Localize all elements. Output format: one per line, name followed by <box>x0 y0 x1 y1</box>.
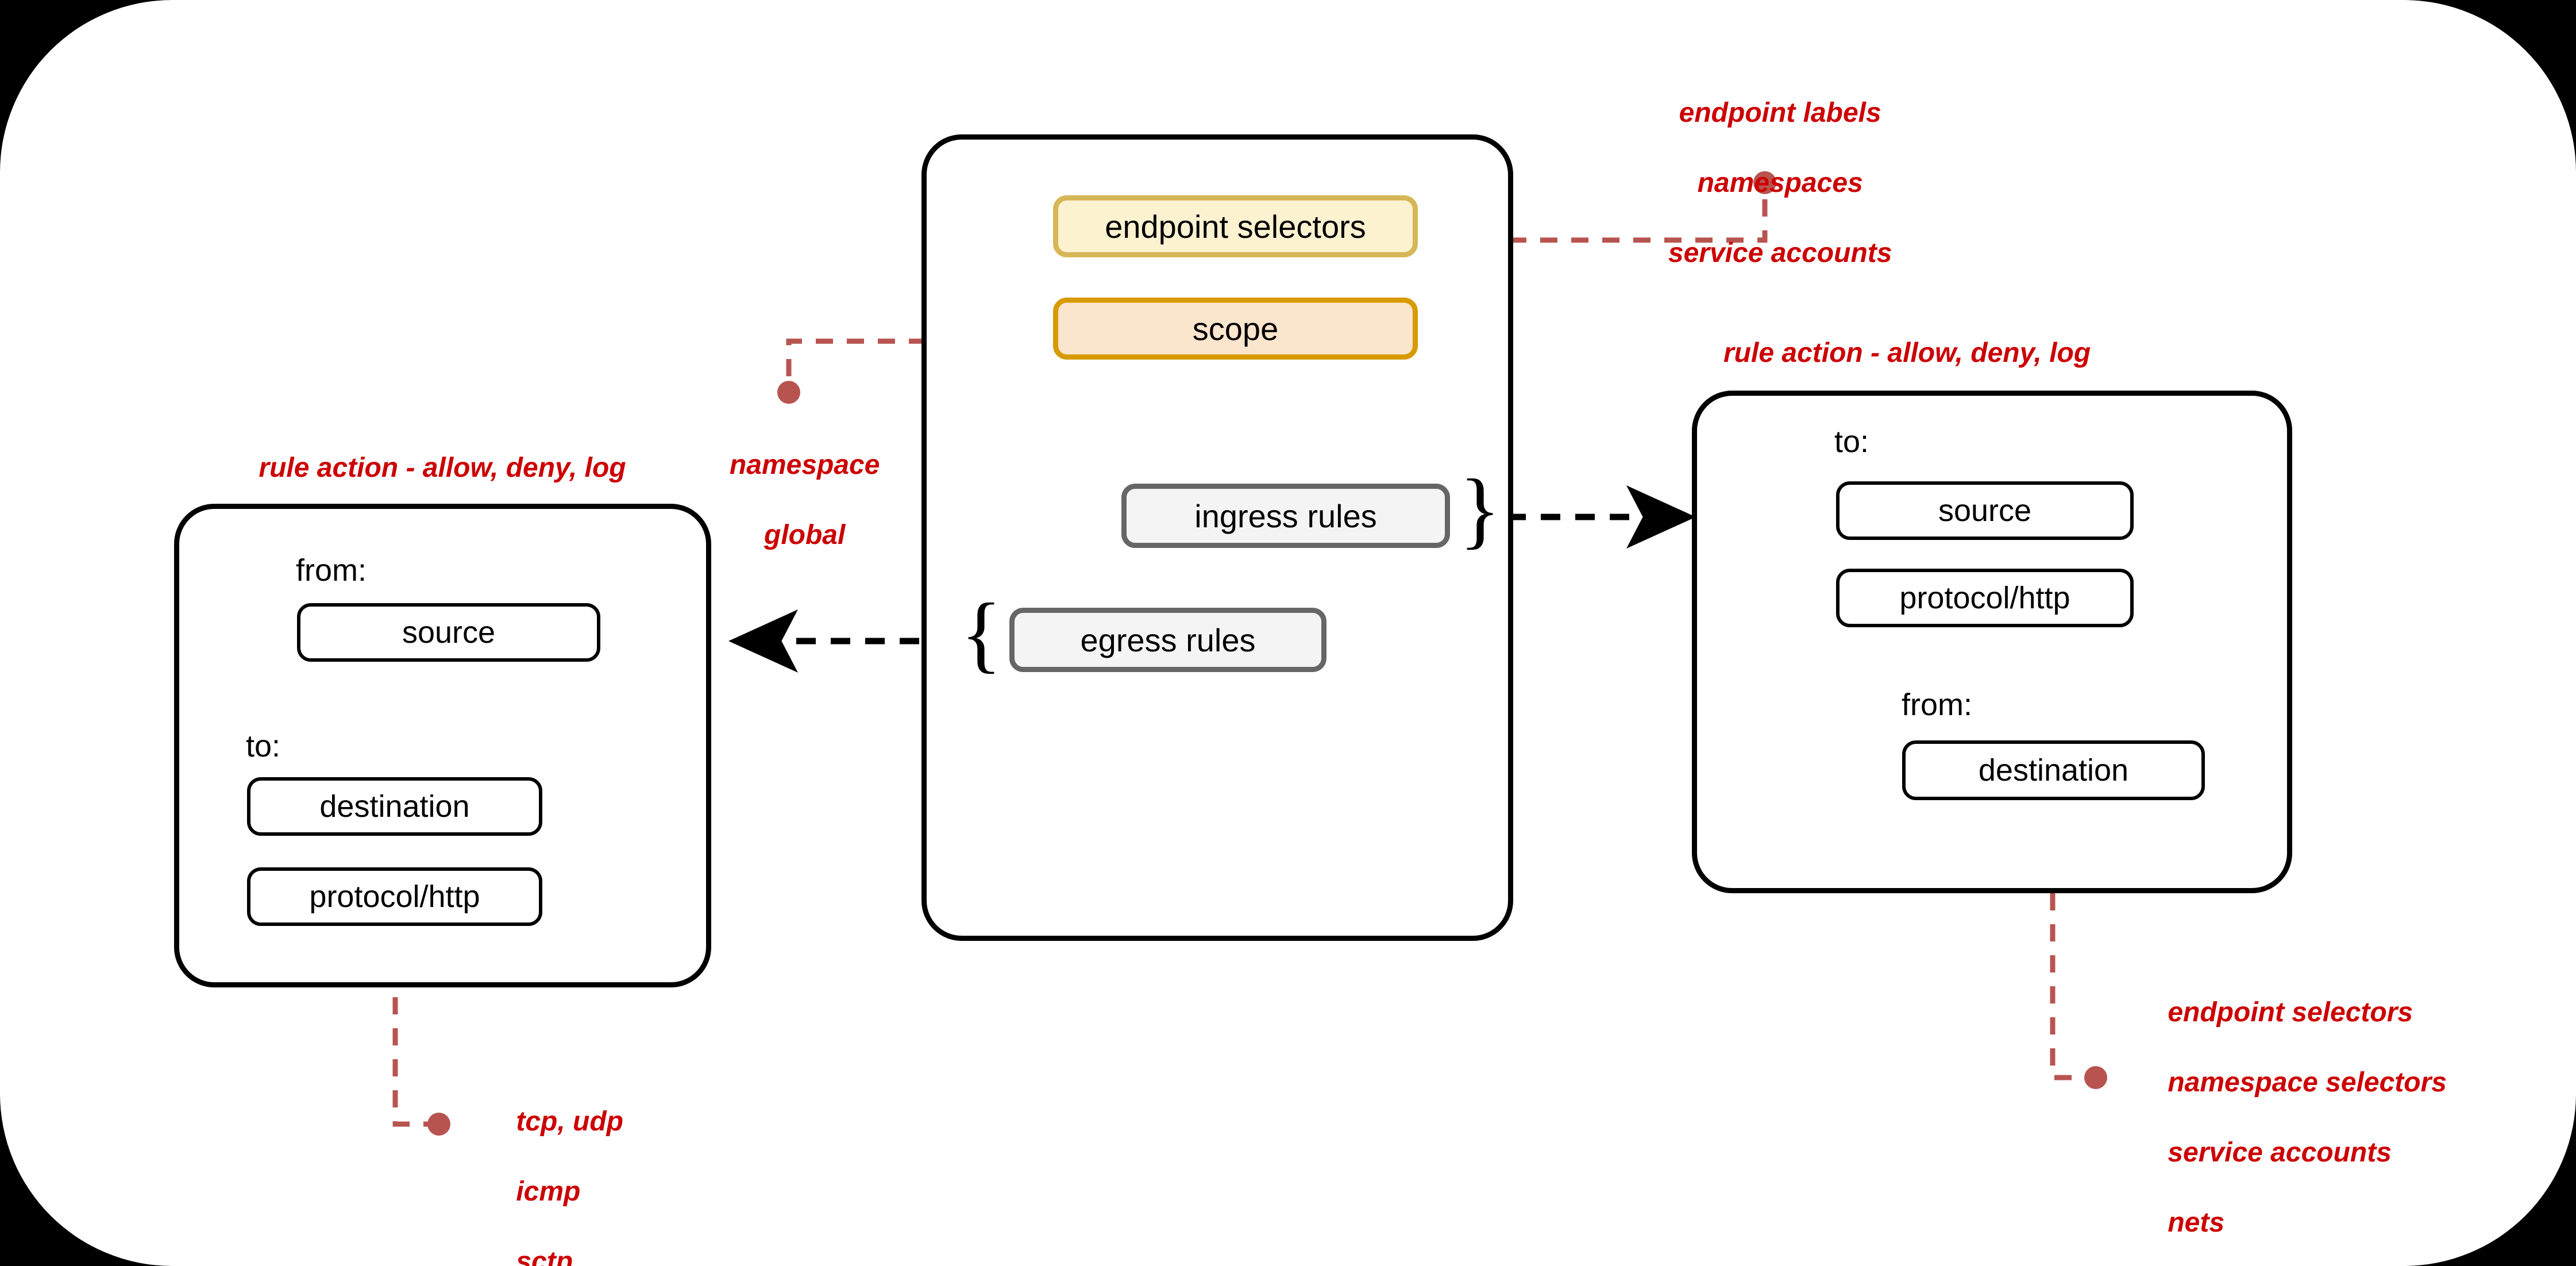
destination-annotation-line-1: endpoint selectors <box>2168 997 2413 1028</box>
endpoint-selectors-annotation-line-3: service accounts <box>1668 237 1892 268</box>
egress-to-protocol-box[interactable]: protocol/http <box>247 867 542 926</box>
ingress-to-protocol-label: protocol/http <box>1899 581 2070 615</box>
ingress-rules-label: ingress rules <box>1194 497 1377 534</box>
ingress-from-destination-label: destination <box>1978 753 2129 788</box>
scope-annotation-line-2: global <box>764 519 846 550</box>
ingress-from-destination-box[interactable]: destination <box>1902 740 2205 800</box>
protocol-annotation-line-1: tcp, udp <box>516 1106 623 1137</box>
egress-rule-action-note: rule action - allow, deny, log <box>259 453 626 483</box>
scope-box[interactable]: scope <box>1053 298 1418 360</box>
protocol-annotation-line-3: sctp <box>516 1246 573 1266</box>
ingress-to-source-box[interactable]: source <box>1836 481 2134 540</box>
endpoint-selectors-box[interactable]: endpoint selectors <box>1053 195 1418 257</box>
ingress-rule-box <box>1692 391 2292 893</box>
scope-annotation-line-1: namespace <box>729 449 880 480</box>
ingress-brace: } <box>1459 462 1501 557</box>
destination-annotation-line-3: service accounts <box>2168 1137 2392 1168</box>
destination-annotation: endpoint selectors namespace selectors s… <box>2137 960 2447 1266</box>
egress-from-source-label: source <box>402 615 496 650</box>
destination-annotation-line-4: nets <box>2168 1207 2225 1238</box>
ingress-to-caption: to: <box>1834 424 1869 459</box>
egress-to-protocol-label: protocol/http <box>309 879 480 914</box>
scope-annotation: namespace global <box>634 413 944 588</box>
ingress-to-protocol-box[interactable]: protocol/http <box>1836 569 2134 627</box>
ingress-from-caption: from: <box>1902 688 1973 722</box>
egress-to-destination-label: destination <box>319 789 470 824</box>
ingress-to-source-label: source <box>1938 493 2032 528</box>
endpoint-selectors-annotation-line-2: namespaces <box>1697 167 1863 198</box>
destination-annotation-line-2: namespace selectors <box>2168 1067 2447 1098</box>
endpoint-selectors-label: endpoint selectors <box>1105 208 1366 245</box>
egress-from-source-box[interactable]: source <box>297 603 600 662</box>
endpoint-selectors-annotation: endpoint labels namespaces service accou… <box>1575 61 1954 306</box>
egress-brace: { <box>961 586 1002 681</box>
egress-from-caption: from: <box>296 553 367 588</box>
egress-to-caption: to: <box>246 729 281 763</box>
ingress-rule-action-note: rule action - allow, deny, log <box>1723 338 2091 368</box>
egress-to-destination-box[interactable]: destination <box>247 777 542 836</box>
egress-rules-label: egress rules <box>1080 622 1256 658</box>
protocol-annotation: tcp, udp icmp sctp http match <box>485 1070 657 1266</box>
ingress-rules-box[interactable]: ingress rules <box>1121 484 1450 548</box>
endpoint-selectors-annotation-line-1: endpoint labels <box>1679 97 1881 128</box>
scope-label: scope <box>1192 310 1279 347</box>
egress-rules-box[interactable]: egress rules <box>1009 608 1326 672</box>
protocol-annotation-line-2: icmp <box>516 1176 581 1207</box>
